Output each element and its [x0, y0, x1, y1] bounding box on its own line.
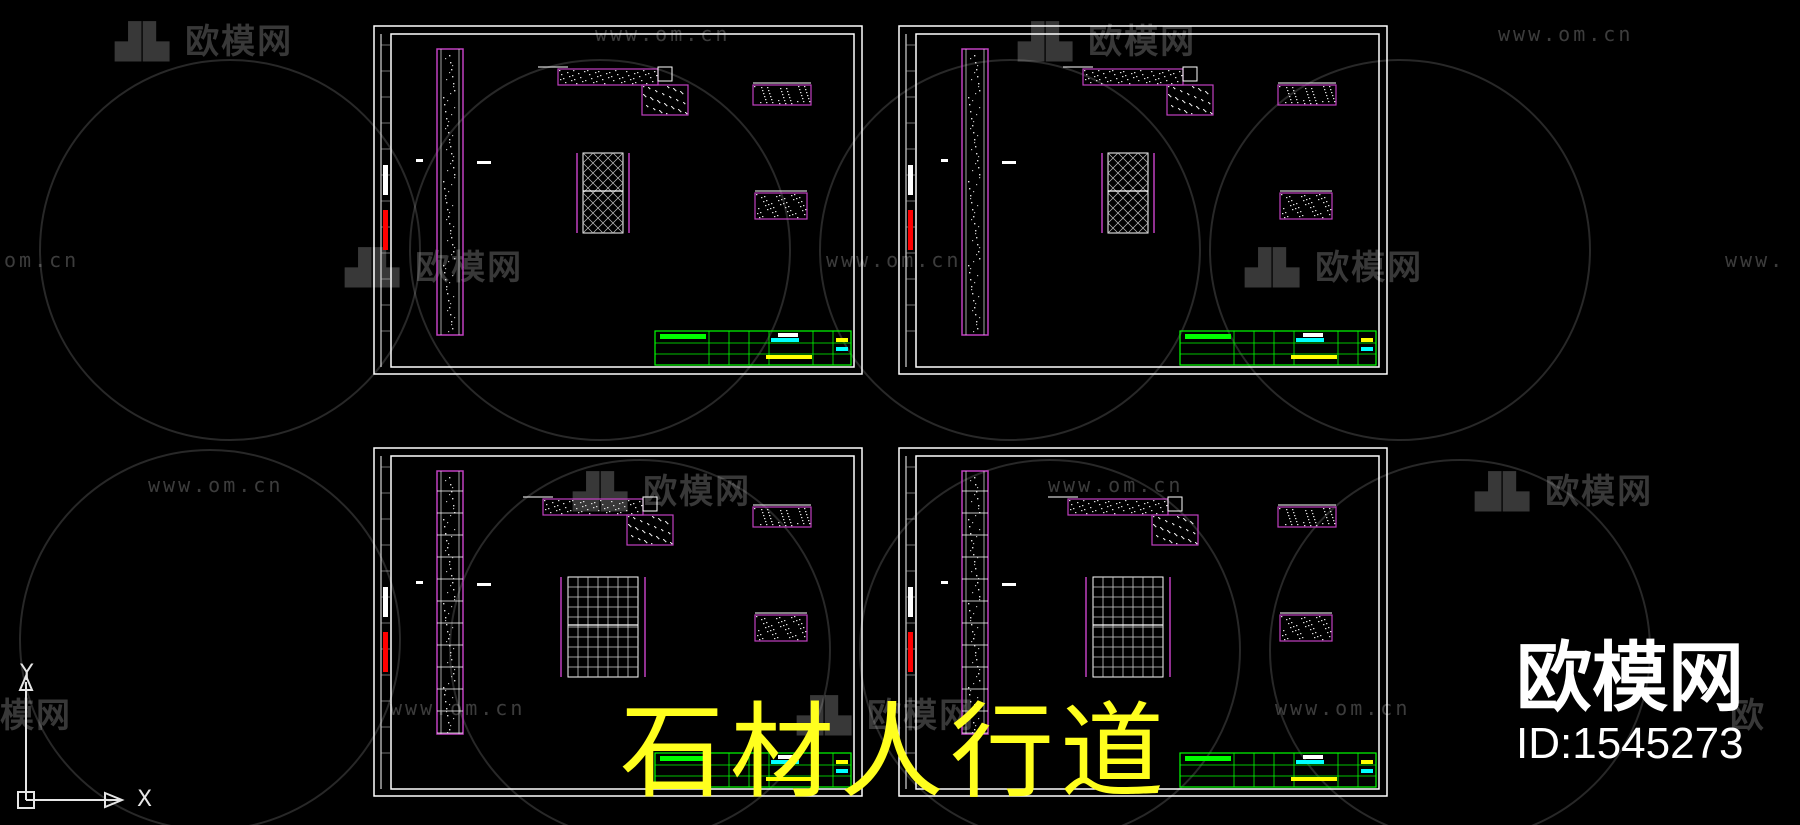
sheet-inner-frame — [915, 33, 1380, 368]
ucs-y-label: Y — [20, 661, 34, 686]
watermark-brand: ▟▙ 欧模网 — [1475, 472, 1654, 512]
joint-detail — [1279, 190, 1333, 220]
dimension-tick — [1002, 161, 1016, 164]
paving-plan-detail — [560, 576, 646, 678]
joint-detail — [754, 190, 808, 220]
curb-section-detail — [538, 66, 689, 116]
sheet-left-title-strip — [380, 456, 391, 789]
model-id: ID:1545273 — [1516, 719, 1744, 768]
watermark-brand: ▟▙ 欧模网 — [1245, 248, 1424, 288]
watermark-url-fragment: om.cn — [4, 248, 80, 272]
dimension-tick — [416, 581, 423, 584]
title-block — [654, 330, 852, 366]
sheet-inner-frame — [390, 33, 855, 368]
watermark-url: www.om.cn — [148, 473, 284, 497]
watermark-brand-fragment: 欧 — [1730, 696, 1766, 736]
paving-layer-detail — [1277, 82, 1337, 106]
curb-section-detail — [523, 496, 674, 546]
sheet-left-title-strip — [905, 456, 916, 789]
drawing-sheet-4[interactable] — [898, 447, 1388, 797]
watermark-brand: ▟▙ 欧模网 — [1018, 22, 1197, 62]
dimension-tick — [941, 581, 948, 584]
sheet-inner-frame — [915, 455, 1380, 790]
sheet-inner-frame — [390, 455, 855, 790]
sheet-left-title-strip — [380, 34, 391, 367]
dimension-tick — [477, 583, 491, 586]
joint-detail — [754, 612, 808, 642]
curb-section-detail — [1048, 496, 1199, 546]
watermark-url-fragment: www. — [1725, 248, 1786, 272]
watermark-brand-fragment: 模网 — [0, 696, 72, 736]
drawing-title: 石材人行道 — [620, 691, 1171, 813]
paving-plan-detail — [1101, 152, 1155, 234]
dimension-tick — [477, 161, 491, 164]
brand-logo: 欧模网 — [1516, 633, 1744, 722]
dimension-tick — [941, 159, 948, 162]
title-block — [1179, 752, 1377, 788]
paving-layer-detail — [1277, 504, 1337, 528]
sheet-outer-frame — [373, 447, 863, 797]
joint-detail — [1279, 612, 1333, 642]
drawing-sheet-2[interactable] — [898, 25, 1388, 375]
vertical-section-strip — [436, 470, 464, 735]
drawing-sheet-3[interactable] — [373, 447, 863, 797]
watermark-brand: ▟▙ 欧模网 — [345, 248, 524, 288]
sheet-left-title-strip — [905, 34, 916, 367]
vertical-section-strip — [436, 48, 464, 336]
watermark-brand: ▟▙ 欧模网 — [573, 472, 752, 512]
watermark-url: www.om.cn — [1498, 22, 1634, 46]
paving-layer-detail — [752, 82, 812, 106]
watermark-brand: ▟▙ 欧模网 — [115, 22, 294, 62]
paving-plan-detail — [576, 152, 630, 234]
curb-section-detail — [1063, 66, 1214, 116]
sheet-outer-frame — [898, 447, 1388, 797]
dimension-tick — [416, 159, 423, 162]
vertical-section-strip — [961, 470, 989, 735]
watermark-url: www.om.cn — [1048, 473, 1184, 497]
dimension-tick — [1002, 583, 1016, 586]
sheet-outer-frame — [898, 25, 1388, 375]
drawing-sheet-1[interactable] — [373, 25, 863, 375]
sheet-outer-frame — [373, 25, 863, 375]
ucs-x-label: X — [137, 787, 153, 812]
title-block — [654, 752, 852, 788]
paving-plan-detail — [1085, 576, 1171, 678]
watermark-url: www.om.cn — [390, 696, 526, 720]
vertical-section-strip — [961, 48, 989, 336]
watermark-brand: ▟▙ 欧模网 — [797, 696, 976, 736]
watermark-url: www.om.cn — [1275, 696, 1411, 720]
title-block — [1179, 330, 1377, 366]
paving-layer-detail — [752, 504, 812, 528]
ucs-axis-icon — [17, 673, 125, 809]
watermark-url: www.om.cn — [826, 248, 962, 272]
